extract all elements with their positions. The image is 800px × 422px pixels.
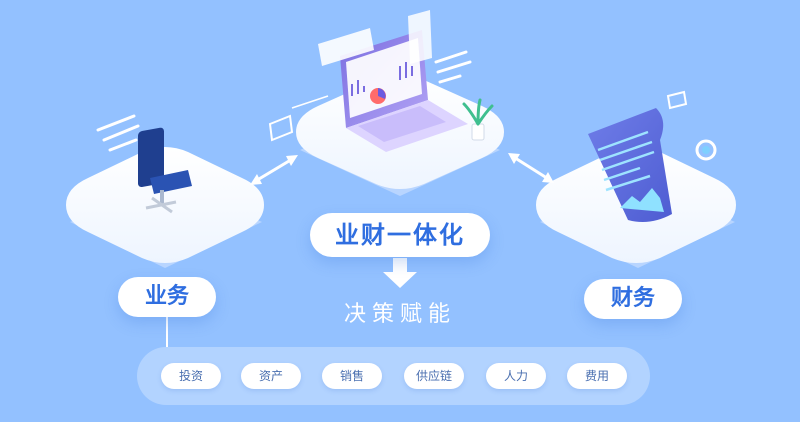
module-bar [137,347,650,405]
right-connector-arrow [508,153,554,183]
center-label-pill: 业财一体化 [310,213,490,257]
module-item: 资产 [241,363,301,389]
right-label-pill: 财务 [584,279,682,319]
module-item: 销售 [322,363,382,389]
module-item: 投资 [161,363,221,389]
laptop-dashboard-icon [268,10,472,152]
office-chair-icon [96,114,192,214]
plant-icon [462,98,494,141]
decision-label: 决策赋能 [343,302,456,327]
left-connector-arrow [250,155,298,185]
module-item: 费用 [567,363,627,389]
module-item: 供应链 [404,363,464,389]
left-label-pill: 业务 [118,277,216,317]
financial-document-icon [588,90,717,222]
module-item: 人力 [486,363,546,389]
down-arrow-icon [383,258,417,288]
